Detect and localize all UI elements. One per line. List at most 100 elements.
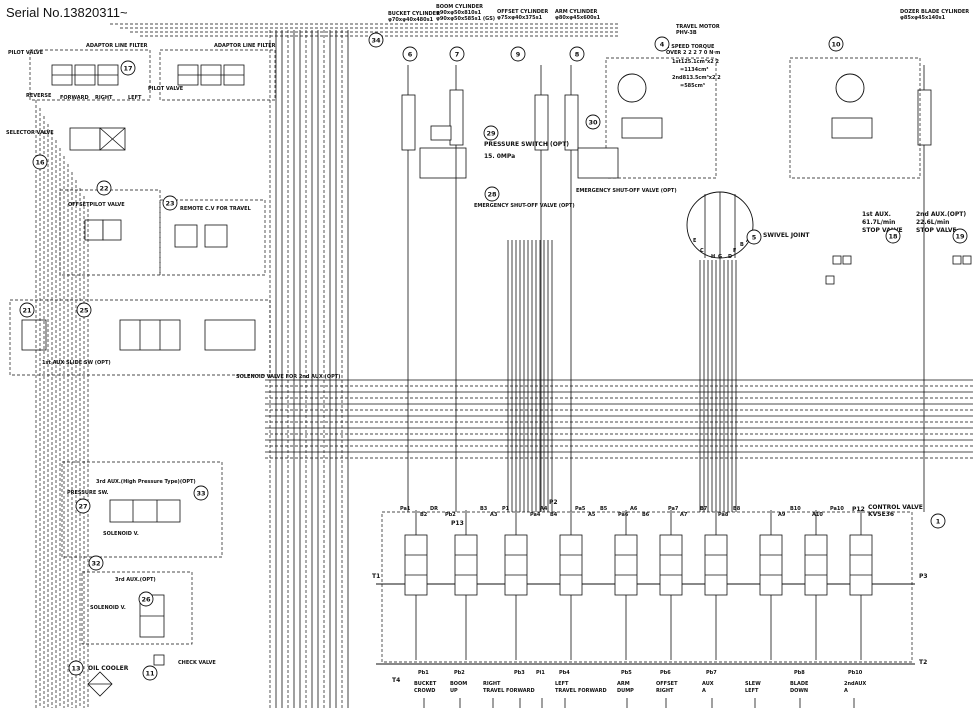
top-port-A7: A7 [680,512,688,518]
swivel-port-C: C [700,248,704,254]
pilot-valve-right-group: PILOT VALVE ADAPTOR LINE FILTER [148,43,276,101]
control-valve-top-ports: Pa1B2DRPb2B3A3P1Pa4A4B4Pa5A5B5Pa6A6B6Pa7… [400,506,844,518]
top-port-Pa10: Pa10 [830,506,844,512]
callout-33: 33 [193,485,209,501]
top-port-B8: B8 [733,506,741,512]
bucket-cyl-spec: φ70xφ40x480s1 [388,17,434,23]
bottom-port-group: Pb3 [514,670,525,708]
callout-number: 5 [752,234,757,242]
callout-number: 1 [936,518,941,526]
solenoid-label: SOLENOID V. [103,531,139,537]
port-T4: T4 [392,677,400,684]
bottom-port-id: Pi1 [536,670,545,676]
aux3-hp-label: 3rd AUX.(High Pressure Type)(OPT) [96,479,196,485]
callout-number: 22 [99,185,108,193]
pressure-sw-label: PRESSURE SW. [67,490,109,496]
top-port-A5: A5 [588,512,596,518]
bottom-port-id: Pb6 [660,670,671,676]
valve-section-4 [559,510,583,660]
travel-motor-spec4: =585cm³ [680,83,705,89]
callout-number: 7 [455,51,460,59]
bottom-port-function: SLEW [745,681,761,687]
valve-section-1 [404,510,428,660]
boom-cyl-label: BOOM CYLINDER [436,4,483,10]
travel-motor-left [605,57,717,179]
bottom-port-function-2: RIGHT [656,688,674,694]
top-port-B2: B2 [420,512,428,518]
bottom-port-function-2: DOWN [790,688,808,694]
callout-16: 16 [32,154,48,170]
cylinder-row [401,65,932,151]
callout-17: 17 [120,60,136,76]
swivel-joint [686,191,754,260]
bottom-port-function: BLADE [790,681,809,687]
valve-section-7 [704,510,728,660]
aux2-stop: STOP VALVE [916,227,957,234]
top-port-Pa5: Pa5 [575,506,586,512]
bottom-port-function-2: TRAVEL FORWARD [483,688,535,694]
offset-pilot-label: OFFSETPILOT VALVE [68,202,125,208]
valve-section-10 [849,510,873,660]
bottom-port-function: ARM [617,681,630,687]
serial-number: Serial No.13820311~ [6,5,128,20]
reverse-label: REVERSE [26,93,52,99]
bottom-port-function-2: CROWD [414,688,435,694]
valve-section-3 [504,510,528,660]
bottom-port-function: OFFSET [656,681,678,687]
valve-section-6 [659,510,683,660]
bottom-port-function-2: TRAVEL FORWARD [555,688,607,694]
port-P13: P13 [451,520,464,527]
port-T2: T2 [919,659,927,666]
callout-number: 13 [71,665,80,673]
travel-motor-spec1: 1st125.1cm³x2 2 [672,59,719,65]
travel-motor-right [789,57,921,179]
callout-30: 30 [585,114,601,130]
callout-number: 16 [35,159,45,167]
callout-6: 6 [402,46,418,62]
aux3-high-pressure-box: 3rd AUX.(High Pressure Type)(OPT) PRESSU… [61,461,223,558]
top-port-A3: A3 [490,512,498,518]
port-T1: T1 [372,573,380,580]
callout-13: 13 [68,660,84,676]
callout-1: 1 [930,513,946,529]
callout-number: 34 [371,37,381,45]
selector-valve-label: SELECTOR VALVE [6,130,54,136]
top-port-Pb2: Pb2 [445,512,456,518]
bottom-port-function: LEFT [555,681,569,687]
bottom-port-id: Pb2 [454,670,465,676]
top-port-P1: P1 [502,506,510,512]
top-port-B4: B4 [550,512,558,518]
swivel-port-B: B [740,242,744,248]
pressure-switch-boxes [419,125,619,179]
callout-number: 27 [78,503,87,511]
offset-cyl-spec: φ75xφ40x375s1 [497,15,543,21]
swivel-port-D: D [728,254,732,260]
callout-19: 19 [952,228,968,244]
bottom-port-function: RIGHT [483,681,501,687]
control-valve-sections [404,510,873,660]
oil-cooler: OIL COOLER [87,665,129,697]
callout-number: 29 [486,130,496,138]
top-port-Pa7: Pa7 [668,506,679,512]
top-port-B3: B3 [480,506,488,512]
solenoid-label-2: SOLENOID V. [90,605,126,611]
travel-motor-label: TRAVEL MOTOR [676,24,720,30]
bucket-cyl-label: BUCKET CYLINDER [388,11,440,17]
dozer-cyl-label: DOZER BLADE CYLINDER [900,9,969,15]
arm-cyl-label: ARM CYLINDER [555,9,598,15]
top-port-Pa6: Pa6 [618,512,629,518]
callout-18: 18 [885,228,901,244]
aux2-label: 2nd AUX.(OPT) [916,211,966,218]
callout-5: 5 [746,229,762,245]
callout-number: 28 [487,191,497,199]
pilot-valve-left-label: PILOT VALVE [8,50,44,56]
callout-26: 26 [138,591,154,607]
callout-21: 21 [19,302,35,318]
bottom-port-id: Pb1 [418,670,429,676]
